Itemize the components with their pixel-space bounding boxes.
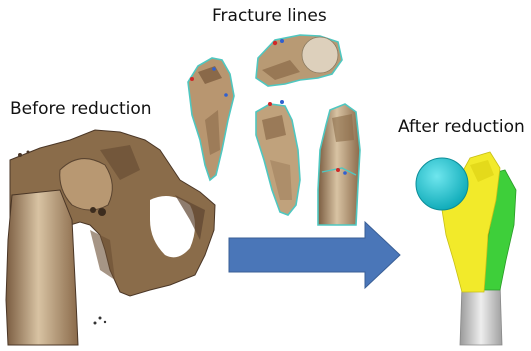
fragment-femoral-head [256,35,342,86]
after-reduction-model [416,152,516,345]
fragment-greater-trochanter [188,58,234,180]
fragment-shaft [318,104,360,225]
reduction-arrow [229,222,400,288]
before-reduction-bone [6,130,215,345]
fragment-middle [256,100,300,215]
